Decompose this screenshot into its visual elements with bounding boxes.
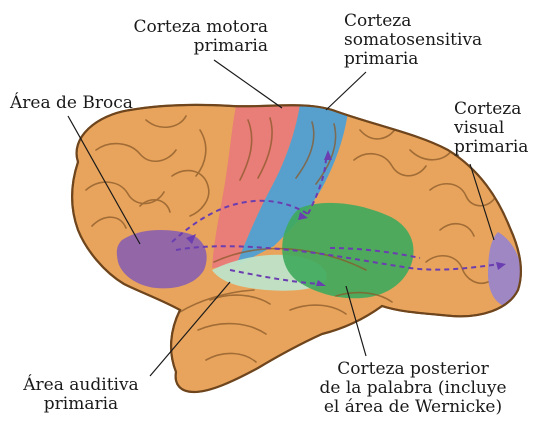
label-wernicke-line3: el área de Wernicke)	[288, 398, 538, 417]
label-wernicke-area: Corteza posterior de la palabra (incluye…	[288, 360, 538, 417]
label-auditiva-line1: Área auditiva	[6, 376, 156, 395]
somato-leader-line	[326, 72, 366, 110]
label-somato-line1: Corteza	[344, 12, 534, 31]
label-visual-line1: Corteza	[454, 100, 546, 119]
label-wernicke-line1: Corteza posterior	[288, 360, 538, 379]
label-broca-line1: Área de Broca	[10, 94, 180, 113]
label-somatosensory-cortex: Corteza somatosensitiva primaria	[344, 12, 534, 69]
label-motor-line2: primaria	[78, 37, 268, 56]
label-motor-cortex: Corteza motora primaria	[78, 18, 268, 56]
label-broca-area: Área de Broca	[10, 94, 180, 113]
label-auditiva-line2: primaria	[6, 395, 156, 414]
label-visual-cortex: Corteza visual primaria	[454, 100, 546, 157]
label-somato-line2: somatosensitiva	[344, 31, 534, 50]
label-visual-line3: primaria	[454, 138, 546, 157]
label-wernicke-line2: de la palabra (incluye	[288, 379, 538, 398]
label-somato-line3: primaria	[344, 50, 534, 69]
motor-leader-line	[214, 60, 282, 108]
label-visual-line2: visual	[454, 119, 546, 138]
label-motor-line1: Corteza motora	[78, 18, 268, 37]
label-auditory-area: Área auditiva primaria	[6, 376, 156, 414]
